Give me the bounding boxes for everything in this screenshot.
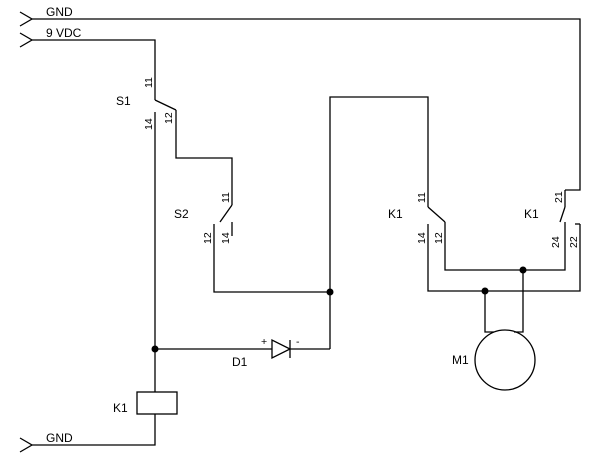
gnd-top-terminal bbox=[19, 11, 34, 27]
s1-nc-wire bbox=[175, 122, 233, 205]
switch-s1 bbox=[154, 99, 177, 122]
k1b-pin-common: 21 bbox=[553, 191, 565, 203]
k1a-pin-common: 11 bbox=[416, 192, 428, 203]
d1-ref-label: D1 bbox=[232, 355, 248, 369]
diode-plus-label: + bbox=[261, 336, 267, 348]
k1-coil-ref-label: K1 bbox=[113, 401, 128, 415]
s2-nc-wire bbox=[213, 224, 330, 293]
gnd-bottom-terminal bbox=[19, 437, 34, 453]
s1-ref-label: S1 bbox=[116, 94, 131, 108]
k1-no-link-wire bbox=[427, 224, 581, 292]
diode-minus-label: - bbox=[296, 336, 300, 348]
coil-ground-wire bbox=[32, 414, 156, 446]
motor-lead-right bbox=[514, 270, 524, 333]
k1b-pin-no: 24 bbox=[550, 236, 562, 248]
s1-pin-nc: 12 bbox=[163, 112, 175, 124]
junction-k1-no bbox=[481, 287, 489, 295]
s2-ref-label: S2 bbox=[174, 207, 189, 221]
gnd-top-label: GND bbox=[46, 5, 73, 19]
s2-pin-nc: 12 bbox=[202, 232, 214, 244]
gnd-bottom-label: GND bbox=[46, 431, 73, 445]
gnd-rail-wire bbox=[32, 18, 581, 191]
motor-m1 bbox=[474, 329, 536, 391]
vdc-terminal bbox=[19, 32, 34, 48]
k1-contact-b-ref-label: K1 bbox=[524, 207, 539, 221]
s1-pin-no: 14 bbox=[143, 118, 155, 130]
junction-s2-diode bbox=[326, 288, 334, 296]
relay-contact-k1-b bbox=[559, 190, 566, 223]
relay-coil-k1 bbox=[136, 391, 178, 415]
junction-s1-diode bbox=[151, 345, 159, 353]
s2-pin-common: 11 bbox=[220, 192, 232, 203]
k1-nc-link-wire bbox=[444, 222, 566, 271]
k1b-pin-nc: 22 bbox=[568, 236, 580, 248]
vdc-wire bbox=[32, 39, 156, 100]
switch-s2 bbox=[219, 204, 233, 236]
s2-pin-no: 14 bbox=[220, 232, 232, 244]
relay-contact-k1-a bbox=[427, 206, 446, 236]
m1-ref-label: M1 bbox=[452, 353, 469, 367]
k1a-pin-nc: 12 bbox=[433, 232, 445, 244]
junction-k1-nc bbox=[519, 266, 527, 274]
s1-pin-common: 11 bbox=[143, 77, 155, 88]
vdc-label: 9 VDC bbox=[46, 26, 82, 40]
k1a-pin-no: 14 bbox=[416, 232, 428, 244]
motor-lead-left bbox=[484, 291, 494, 333]
k1-contact-a-ref-label: K1 bbox=[388, 207, 403, 221]
diode-d1 bbox=[271, 338, 292, 360]
k1-feed-wire bbox=[329, 96, 429, 349]
